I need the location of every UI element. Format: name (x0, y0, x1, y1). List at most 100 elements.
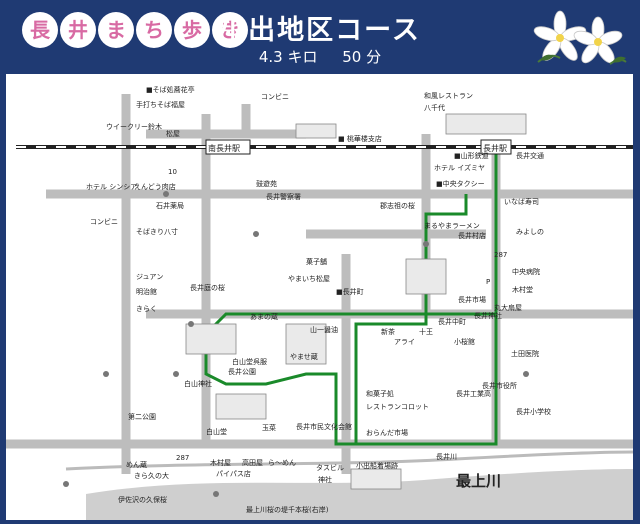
map-label-chuo_byoin: 中央病院 (512, 267, 540, 276)
map-label-jinja: 神社 (318, 475, 332, 484)
logo-char: ま (98, 12, 134, 48)
map-label-temoto: 手打ちそば福屋 (136, 100, 185, 109)
map-label-nagaikawa: 長井川 (436, 452, 457, 461)
nagai-station-label: 長井駅 (483, 143, 507, 153)
header: 長 井 ま ち 歩 き 小出地区コース 4.3 キロ 50 分 (0, 0, 640, 74)
map-label-tsuji: 玉菜 (262, 423, 276, 432)
logo-nagai-machi-aruki: 長 井 ま ち 歩 き (22, 12, 248, 48)
map-label-chuo_taxi: ■中央タクシー (436, 179, 485, 188)
map-label-ibasa: 伊佐沢の久保桜 (118, 495, 167, 504)
map-label-nagai_sakura: 長井庭の桜 (190, 283, 225, 292)
map-label-kuroshi: 白山神社 (184, 379, 212, 388)
map-label-convenience1: コンビニ (261, 92, 289, 101)
map-label-kimurado: 木村堂 (512, 285, 533, 294)
map-label-nagaikotsu: 長井交通 (516, 151, 544, 160)
map-label-kyoshiro: 丸大扇屋 (494, 303, 522, 312)
course-map: 南長井駅 長井駅 最上川 ■そば処蕎花亭手打ちそば福屋ウイークリ (6, 74, 633, 520)
map-label-matsuya: 松屋 (166, 129, 180, 138)
walking-route (204, 144, 498, 446)
logo-char: 歩 (174, 12, 210, 48)
map-label-takaraya: 高田屋 (242, 458, 263, 467)
map-label-nagai_jinja: 長井神社 (474, 311, 502, 320)
road-network (6, 94, 633, 474)
course-subtitle: 4.3 キロ 50 分 (0, 46, 640, 67)
map-label-arai: アライ (394, 338, 415, 346)
map-label-nagai_hospital: 長井警察署 (266, 192, 301, 201)
map-label-ichiba: 長井市場 (458, 295, 486, 304)
map-label-nagai_elem: 長井小学校 (516, 407, 551, 416)
map-label-ishinishi: 石井薬局 (156, 201, 184, 210)
map-label-nagai_h: 長井市役所 (482, 381, 517, 390)
map-label-pa: P (486, 278, 490, 286)
minaminagai-station-box (205, 139, 251, 155)
map-label-nagai_shimin: 長井市民文化会館 (296, 422, 352, 431)
map-label-minoru: みよしの (516, 228, 544, 236)
map-label-hakusan: 白山堂呉服 (232, 357, 267, 366)
logo-char: 井 (60, 12, 96, 48)
map-label-sobaya: そばきり八寸 (136, 227, 178, 236)
map-label-route287: 287 (494, 251, 507, 259)
map-label-taxi2: タスビル (316, 463, 344, 472)
course-duration: 50 分 (342, 48, 382, 66)
map-label-yupasu: パイパス店 (216, 469, 251, 478)
map-label-minanamimura: 第二公園 (128, 412, 156, 421)
cherry-blossom-icons (63, 191, 529, 497)
map-label-sobanoya: ■そば処蕎花亭 (146, 85, 195, 94)
map-label-inaba: いなば寿司 (504, 197, 539, 206)
logo-char: ち (136, 12, 172, 48)
map-label-wafu: 和風レストラン (424, 91, 473, 100)
map-label-hotel_shinsia: ホテル シンシア (86, 183, 137, 191)
map-label-hachihei: 八千代 (424, 103, 445, 112)
map-label-juaon: ジュアン (136, 273, 163, 281)
map-label-touhou: ■ 桃華楼支店 (338, 134, 382, 143)
map-label-hotel_izumi: ホテル イズミヤ (434, 163, 485, 172)
map-label-restaurant: レストランコロット (366, 403, 429, 411)
map-label-kiraku: きらく (136, 305, 157, 313)
river-bank (65, 450, 633, 471)
white-flower-icon (533, 10, 627, 65)
nagai-station-box (480, 139, 512, 155)
buildings (185, 113, 527, 490)
course-title: 小出地区コース (219, 15, 421, 46)
mogami-river (86, 469, 633, 520)
map-label-gunshiroma: 郡志祖の桜 (380, 201, 415, 210)
map-label-nakamachi: 長井中町 (438, 317, 466, 326)
map-label-kijiya: 木村屋 (210, 458, 231, 467)
map-label-kazemachi: きら久の大 (134, 471, 169, 480)
map-label-koten: 小桜館 (454, 337, 475, 346)
map-label-kanarado: 明治館 (136, 287, 157, 296)
map-label-kanbaya: 菓子舗 (306, 257, 327, 266)
map-label-tsuzumi: 鼓遊苑 (256, 179, 277, 188)
map-label-nagai_tsuji: ■長井町 (336, 287, 364, 296)
map-label-yuzawa: あまの蔵 (250, 312, 278, 321)
course-distance: 4.3 キロ (258, 48, 318, 66)
map-label-shinmei: 新茶 (381, 327, 395, 336)
map-label-nagai_hokai: 長井工業高 (456, 389, 491, 398)
map-label-koidefunaba: 小出船着場跡 (356, 461, 398, 470)
map-label-route287b: 287 (176, 454, 189, 462)
logo-char: 長 (22, 12, 58, 48)
map-label-yamasemi: やませ蔵 (290, 352, 318, 361)
map-label-saishigawa: 最上川桜の堤千本桜(右岸) (246, 505, 329, 514)
minaminagai-station-label: 南長井駅 (208, 143, 240, 153)
map-label-yamaichi: やまいち松屋 (288, 274, 330, 283)
river-name: 最上川 (456, 472, 501, 490)
map-label-okami: おらんだ市場 (366, 428, 408, 437)
map-label-endo: えんどう肉店 (134, 182, 176, 191)
logo-char: き (212, 12, 248, 48)
map-label-men: めん蔵 (126, 460, 147, 469)
map-label-nagai_koen: 長井公園 (228, 367, 256, 376)
map-label-route10: 10 (168, 168, 177, 176)
map-label-shiro_kobayashi: 白山堂 (206, 427, 227, 436)
map-label-kochishin: 和菓子処 (366, 389, 394, 398)
map-label-nagai_yakushi: 長井村店 (458, 231, 486, 240)
map-label-yamagata: ■山形鉄道 (454, 151, 489, 160)
map-label-uikuri: ウイークリー鈴木 (106, 122, 162, 131)
map-label-raumen: ら〜めん (268, 459, 296, 467)
map-label-yamai: 山一醤油 (310, 325, 338, 334)
map-label-convenience2: コンビニ (90, 217, 118, 226)
map-label-dobashi: 土田医院 (511, 349, 539, 358)
